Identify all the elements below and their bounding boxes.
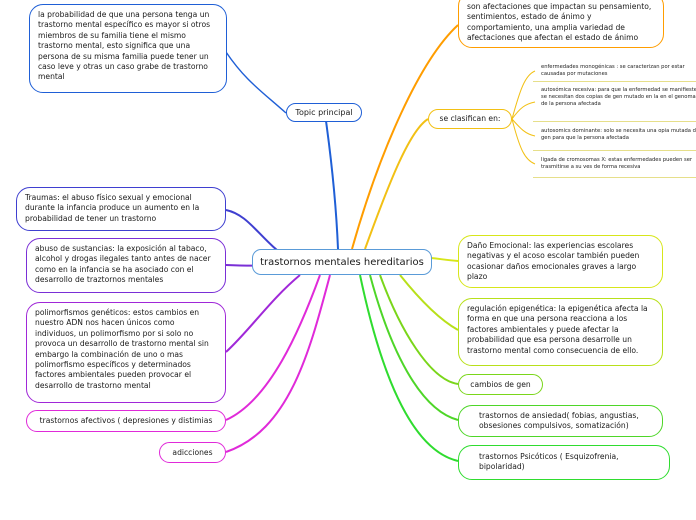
central-node[interactable]: trastornos mentales hereditarios	[252, 249, 432, 275]
link-class-4	[511, 118, 536, 165]
link-ansiedad	[369, 274, 459, 421]
topic-description-node[interactable]: la probabilidad de que una persona tenga…	[29, 4, 227, 93]
link-topic-desc	[225, 51, 287, 114]
classification-item: ligada de cromosomas X: estas enfermedad…	[541, 157, 693, 171]
afecciones-node[interactable]: son afectaciones que impactan su pensami…	[458, 0, 664, 48]
link-class-3	[511, 118, 536, 137]
link-class-2	[511, 101, 536, 120]
adicciones-node[interactable]: adicciones	[159, 442, 226, 463]
trastornos-ansiedad-node[interactable]: trastornos de ansiedad( fobias, angustia…	[458, 405, 663, 437]
trastornos-afectivos-node[interactable]: trastornos afectivos ( depresiones y dis…	[26, 410, 226, 432]
link-topic	[325, 120, 339, 250]
abuso-sustancias-node[interactable]: abuso de sustancias: la exposición al ta…	[26, 238, 226, 293]
classification-separator	[533, 177, 696, 178]
se-clasifican-node[interactable]: se clasifican en:	[428, 109, 512, 129]
cambios-de-gen-node[interactable]: cambios de gen	[458, 374, 543, 395]
classification-separator	[533, 81, 696, 82]
link-adicciones	[225, 274, 331, 453]
link-psicoticos	[359, 274, 459, 462]
link-clasifican	[364, 118, 429, 250]
classification-item: enfermedades monogénicas : se caracteriz…	[541, 64, 685, 78]
classification-separator	[533, 121, 696, 122]
polimorfismos-node[interactable]: polimorfismos genéticos: estos cambios e…	[26, 302, 226, 403]
link-afectivos	[225, 274, 321, 421]
trastornos-psicoticos-node[interactable]: trastornos Psicóticos ( Esquizofrenia, b…	[458, 445, 670, 480]
link-class-1	[511, 70, 536, 120]
dano-emocional-node[interactable]: Daño Emocional: las experiencias escolar…	[458, 235, 663, 288]
classification-item: autosomics dominante: solo se necesita u…	[541, 128, 696, 142]
classification-separator	[533, 150, 696, 151]
traumas-node[interactable]: Traumas: el abuso físico sexual y emocio…	[16, 187, 226, 231]
topic-principal-node[interactable]: Topic principal	[286, 103, 362, 122]
regulacion-epigenetica-node[interactable]: regulación epigenética: la epigenética a…	[458, 298, 663, 366]
link-epigenetica	[399, 274, 459, 331]
link-afecciones	[351, 24, 459, 250]
link-polimorfismos	[225, 274, 301, 353]
link-cambios	[379, 274, 459, 385]
classification-item: autosómica recesiva: para que la enferme…	[541, 87, 696, 108]
